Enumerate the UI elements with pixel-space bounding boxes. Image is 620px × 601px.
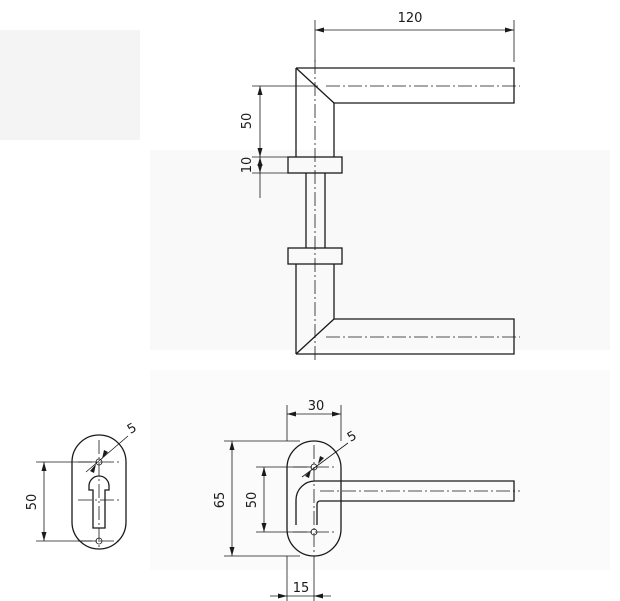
dimension-15: 15 bbox=[270, 556, 331, 601]
escutcheon-plate bbox=[71, 434, 127, 550]
dim-label-10: 10 bbox=[240, 157, 255, 174]
dim-label-50-top: 50 bbox=[240, 113, 255, 130]
dim-label-120: 120 bbox=[398, 11, 423, 26]
watermark bbox=[0, 30, 610, 570]
dimension-120: 120 bbox=[314, 11, 515, 62]
dimension-50-side: 50 bbox=[245, 466, 311, 533]
dim-label-50-plate: 50 bbox=[25, 494, 40, 511]
dimension-30: 30 bbox=[286, 399, 342, 441]
dimension-50-plate: 50 bbox=[25, 461, 96, 542]
dim-label-5-plate: 5 bbox=[125, 420, 140, 437]
dim-label-15: 15 bbox=[293, 581, 310, 596]
dimension-50-10: 50 10 bbox=[240, 85, 318, 198]
dim-label-65: 65 bbox=[213, 492, 228, 509]
dim-label-30: 30 bbox=[308, 399, 325, 414]
dim-label-50-side: 50 bbox=[245, 492, 260, 509]
top-view-handle bbox=[287, 60, 520, 362]
dimension-5-plate: 5 bbox=[85, 420, 140, 473]
